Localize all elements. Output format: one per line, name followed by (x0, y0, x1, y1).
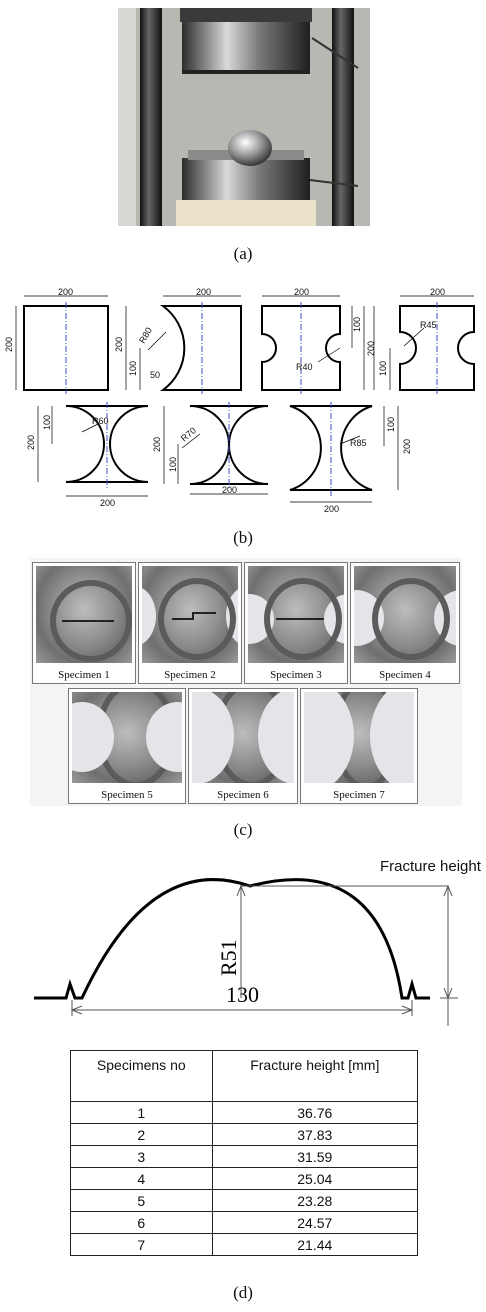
dim-depth-2: 100 (128, 361, 138, 376)
specimen-label-3: Specimen 3 (270, 669, 322, 681)
specimen-label-5: Specimen 5 (101, 789, 153, 801)
cell-specimen-no: 2 (70, 1123, 213, 1146)
dim-r70: R70 (179, 425, 198, 443)
dim-height-1: 200 (4, 337, 14, 352)
cell-fracture-height: 36.76 (211, 1101, 419, 1124)
dim-width-3: 200 (294, 287, 309, 297)
width-label: 130 (226, 982, 259, 1007)
dome-profile (34, 878, 430, 1000)
geometry-specimen-4: 200 100 R45 (373, 287, 475, 394)
caption-d: (d) (233, 1283, 253, 1302)
dim-height-7: 200 (402, 439, 412, 454)
specimen-photo-1: Specimen 1 (32, 562, 136, 684)
header-fracture-height: Fracture height [mm] (211, 1050, 419, 1102)
geometry-specimen-3: 200 200 100 R40 (261, 287, 376, 394)
cell-specimen-no: 6 (70, 1211, 213, 1234)
dim-depth-7: 100 (386, 417, 396, 432)
specimen-geometry-drawings: 200 200 200 200 100 R80 50 200 200 100 R… (4, 287, 475, 514)
geometry-specimen-5: 200 200 100 R60 (26, 402, 149, 508)
specimen-photo-6: Specimen 6 (188, 688, 298, 804)
dim-depth-3: 100 (352, 317, 362, 332)
dim-offset-50: 50 (150, 370, 160, 380)
specimen-label-2: Specimen 2 (164, 669, 216, 681)
cell-fracture-height: 37.83 (211, 1123, 419, 1146)
dome-profile-drawing: R51 130 (34, 878, 458, 1026)
dim-width-2: 200 (196, 287, 211, 297)
cell-specimen-no: 1 (70, 1101, 213, 1124)
dim-height-5: 200 (26, 435, 36, 450)
specimen-photo-2: Specimen 2 (138, 562, 242, 684)
dim-r40: R40 (296, 362, 313, 372)
geometry-specimen-6: 200 200 100 R70 (152, 402, 269, 495)
cell-fracture-height: 24.57 (211, 1211, 419, 1234)
dim-depth-4: 100 (378, 361, 388, 376)
radius-label: R51 (216, 939, 241, 976)
dim-width-1: 200 (58, 287, 73, 297)
cell-specimen-no: 5 (70, 1189, 213, 1212)
dim-width-5: 200 (100, 498, 115, 508)
dim-r80: R80 (137, 326, 154, 345)
dim-depth-5: 100 (42, 415, 52, 430)
specimen-label-4: Specimen 4 (379, 669, 431, 681)
dim-r60: R60 (92, 416, 109, 426)
cell-fracture-height: 25.04 (211, 1167, 419, 1190)
dim-width-4: 200 (430, 287, 445, 297)
cell-specimen-no: 7 (70, 1233, 213, 1256)
caption-b: (b) (233, 528, 253, 547)
specimen-label-1: Specimen 1 (58, 669, 110, 681)
cell-fracture-height: 31.59 (211, 1145, 419, 1168)
specimen-photo-7: Specimen 7 (300, 688, 418, 804)
caption-c: (c) (233, 820, 253, 839)
dim-height-2: 200 (114, 337, 124, 352)
caption-a: (a) (233, 244, 253, 263)
specimen-photo-4: Specimen 4 (350, 562, 460, 684)
specimen-label-6: Specimen 6 (217, 789, 269, 801)
specimen-label-7: Specimen 7 (333, 789, 385, 801)
specimen-photo-3: Specimen 3 (244, 562, 348, 684)
geometry-specimen-1: 200 200 (4, 287, 109, 394)
header-specimens-no: Specimens no (70, 1050, 213, 1102)
dim-width-7: 200 (324, 504, 339, 514)
specimen-photo-5: Specimen 5 (68, 688, 186, 804)
specimen-photos-sheet: Specimen 1 Specimen 2 Specimen 3 Specime… (30, 558, 462, 806)
dim-r45: R45 (420, 320, 437, 330)
testing-machine-illustration (118, 8, 370, 226)
dim-height-6: 200 (152, 437, 162, 452)
fracture-height-label: Fracture height (380, 858, 481, 875)
geometry-specimen-2: 200 200 100 R80 50 (114, 287, 242, 394)
dim-height-3: 200 (366, 341, 376, 356)
geometry-specimen-7: 200 200 100 R85 (289, 402, 412, 514)
cell-specimen-no: 3 (70, 1145, 213, 1168)
cell-fracture-height: 21.44 (211, 1233, 419, 1256)
dim-r85: R85 (350, 438, 367, 448)
cell-specimen-no: 4 (70, 1167, 213, 1190)
cell-fracture-height: 23.28 (211, 1189, 419, 1212)
testing-machine-photo (118, 8, 370, 226)
dim-width-6: 200 (222, 485, 237, 495)
dim-depth-6: 100 (168, 457, 178, 472)
